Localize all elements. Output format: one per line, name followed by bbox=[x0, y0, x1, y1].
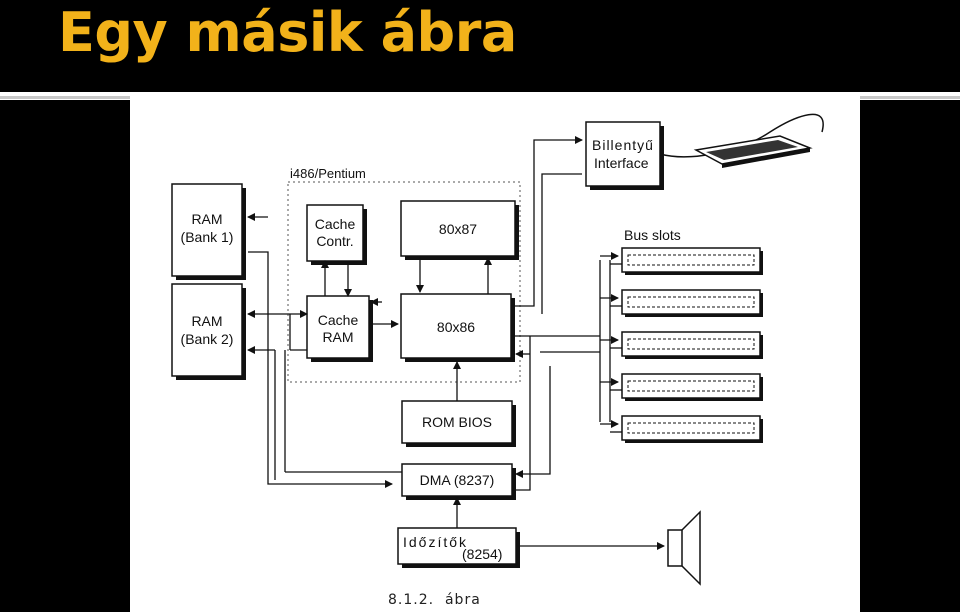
cpu-label: 80x86 bbox=[437, 319, 475, 335]
dma-block: DMA (8237) bbox=[401, 463, 516, 500]
bus-slots-label: Bus slots bbox=[624, 227, 681, 243]
slot-connection-lines bbox=[600, 252, 622, 433]
bus-slots-group bbox=[621, 247, 763, 443]
keyboard-interface-line2: Interface bbox=[594, 155, 649, 171]
connection-lines bbox=[247, 136, 665, 550]
speaker-icon bbox=[667, 510, 701, 586]
cache-ram-block: Cache RAM bbox=[306, 295, 373, 362]
fpu-80x87-block: 80x87 bbox=[400, 200, 519, 260]
bus-slot bbox=[621, 373, 763, 401]
ram-bank-1-block: RAM (Bank 1) bbox=[171, 183, 246, 280]
cpu-80x86-block: 80x86 bbox=[400, 293, 515, 362]
keyboard-interface-line1: Billentyű bbox=[592, 137, 654, 153]
slide-title: Egy másik ábra bbox=[58, 1, 517, 64]
figure-caption: 8.1.2. ábra bbox=[388, 592, 481, 608]
timer-block: Időzítők (8254) bbox=[397, 527, 520, 568]
rom-bios-block: ROM BIOS bbox=[401, 400, 516, 447]
rom-bios-label: ROM BIOS bbox=[422, 414, 492, 430]
ram-bank-2-line2: (Bank 2) bbox=[181, 331, 234, 347]
bus-slot bbox=[621, 415, 763, 443]
title-bar: Egy másik ábra bbox=[0, 0, 960, 90]
ram-bank-1-line1: RAM bbox=[191, 211, 222, 227]
cache-controller-block: Cache Contr. bbox=[306, 204, 367, 265]
processor-group-label: i486/Pentium bbox=[290, 166, 366, 181]
processor-group-outline bbox=[287, 181, 521, 383]
cache-controller-line2: Contr. bbox=[316, 233, 353, 249]
cache-controller-line1: Cache bbox=[315, 216, 356, 232]
cache-ram-line2: RAM bbox=[322, 329, 353, 345]
keyboard-interface-block: Billentyű Interface bbox=[585, 121, 664, 190]
figure-area: i486/Pentium RAM (Bank 1) RAM (Bank 2) C… bbox=[130, 92, 860, 612]
bus-slot bbox=[621, 331, 763, 359]
block-diagram: i486/Pentium RAM (Bank 1) RAM (Bank 2) C… bbox=[171, 113, 824, 586]
cache-ram-line1: Cache bbox=[318, 312, 359, 328]
ram-bank-2-line1: RAM bbox=[191, 313, 222, 329]
dma-label: DMA (8237) bbox=[420, 472, 495, 488]
fpu-label: 80x87 bbox=[439, 221, 477, 237]
timer-label-line2: (8254) bbox=[462, 546, 502, 562]
bus-slot bbox=[621, 289, 763, 317]
keyboard-icon bbox=[659, 113, 824, 168]
bus-slot bbox=[621, 247, 763, 275]
ram-bank-1-line2: (Bank 1) bbox=[181, 229, 234, 245]
ram-bank-2-block: RAM (Bank 2) bbox=[171, 283, 246, 380]
timer-label-line1: Időzítők bbox=[403, 534, 468, 550]
